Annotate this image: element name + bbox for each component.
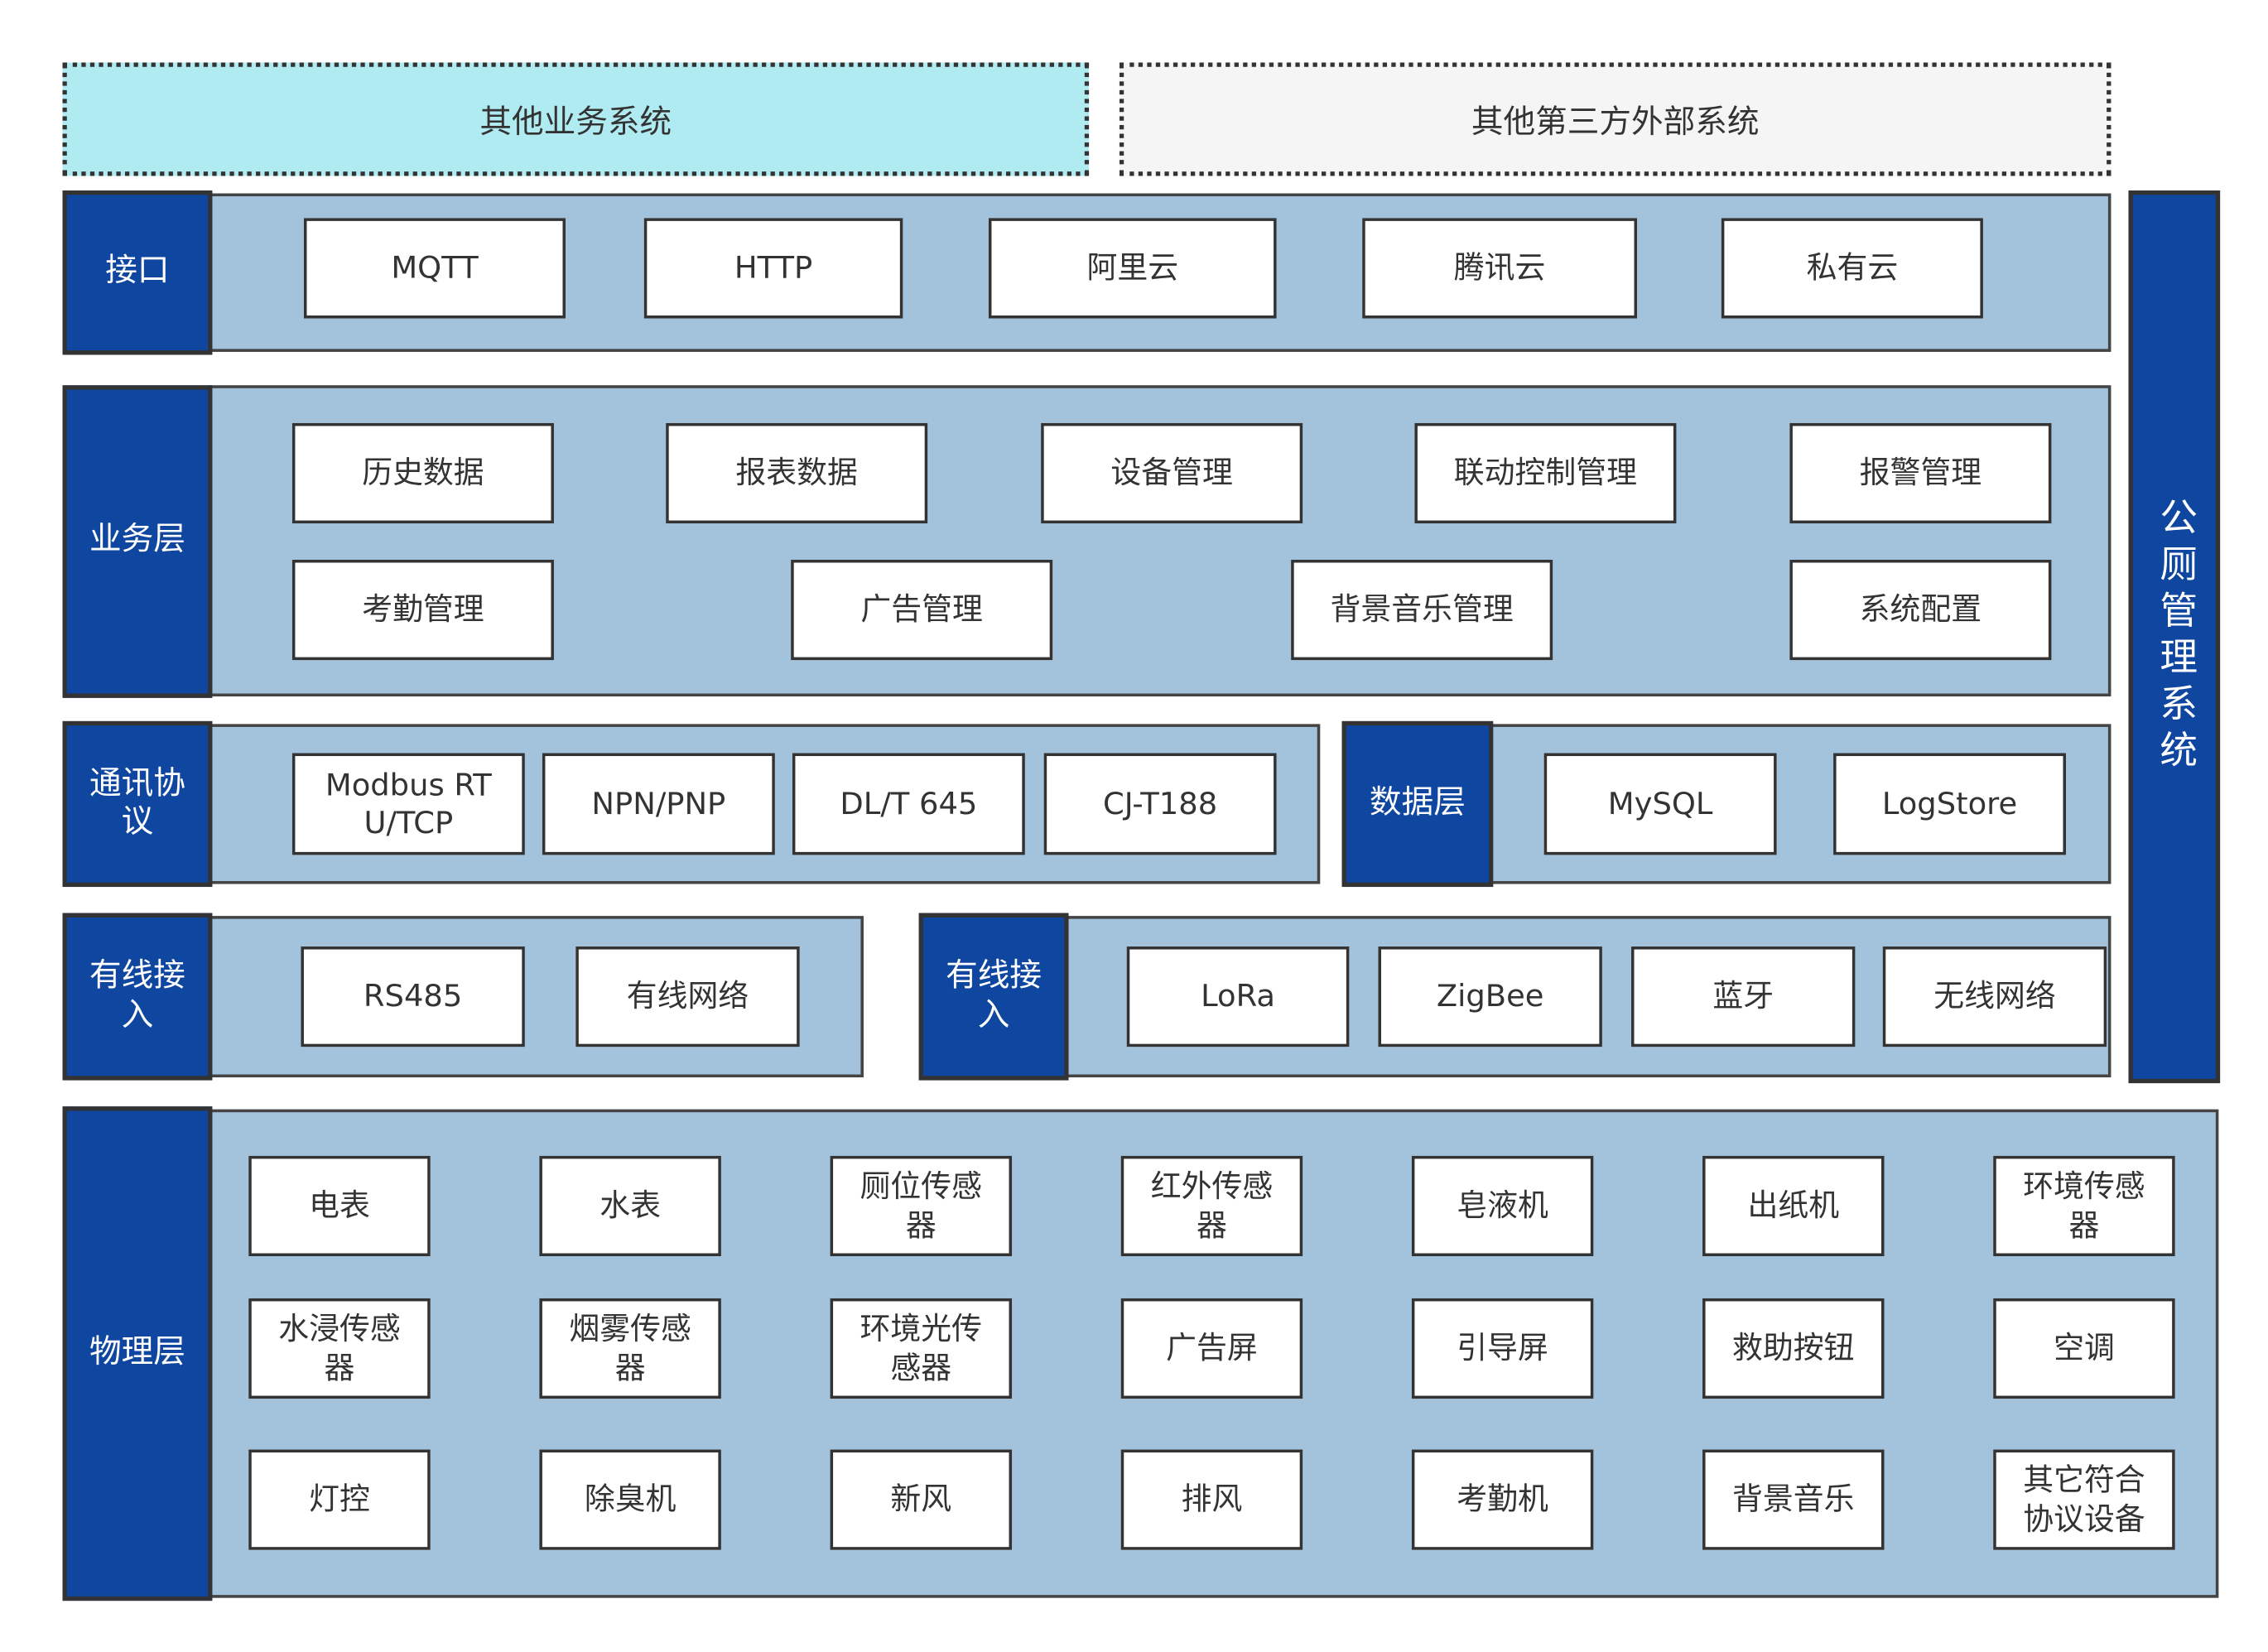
wireless-item: 无线网络 — [1882, 946, 2107, 1048]
wireless-item: LoRa — [1126, 946, 1350, 1048]
third-party-label: 其他第三方外部系统 — [1471, 104, 1760, 142]
physical-item: 出纸机 — [1702, 1155, 1885, 1257]
business-item: 设备管理 — [1041, 422, 1303, 524]
data-layer-label: 数据层 — [1341, 720, 1494, 888]
wireless-label: 有线接入 — [918, 913, 1069, 1081]
physical-item: 环境传感器 — [1993, 1155, 2175, 1257]
protocol-item: CJ-T188 — [1043, 753, 1277, 855]
business-item: 报警管理 — [1789, 422, 2052, 524]
toilet-management-system: 公厕管理系统 — [2128, 190, 2221, 1084]
business-item: 广告管理 — [791, 559, 1053, 661]
wired-label: 有线接入 — [62, 913, 213, 1081]
physical-item: 环境光传感器 — [830, 1298, 1013, 1399]
wireless-item: 蓝牙 — [1631, 946, 1856, 1048]
physical-item: 救助按钮 — [1702, 1298, 1885, 1399]
protocol-item: Modbus RTU/TCP — [291, 753, 525, 855]
business-label: 业务层 — [62, 385, 213, 698]
wireless-item: ZigBee — [1378, 946, 1602, 1048]
interface-item: 私有云 — [1721, 218, 1983, 319]
physical-item: 电表 — [248, 1155, 431, 1257]
physical-item: 皂液机 — [1411, 1155, 1594, 1257]
interface-item: HTTP — [643, 218, 903, 319]
interface-item: 腾讯云 — [1362, 218, 1638, 319]
physical-item: 烟雾传感器 — [539, 1298, 721, 1399]
physical-item: 其它符合协议设备 — [1993, 1449, 2175, 1550]
other-business-label: 其他业务系统 — [479, 104, 672, 142]
physical-item: 水浸传感器 — [248, 1298, 431, 1399]
physical-item: 背景音乐 — [1702, 1449, 1885, 1550]
physical-item: 新风 — [830, 1449, 1013, 1550]
business-item: 联动控制管理 — [1414, 422, 1677, 524]
data-layer-item: MySQL — [1543, 753, 1777, 855]
wired-item: RS485 — [301, 946, 525, 1048]
business-item: 背景音乐管理 — [1291, 559, 1553, 661]
physical-item: 灯控 — [248, 1449, 431, 1550]
protocol-item: DL/T 645 — [792, 753, 1025, 855]
other-business-system: 其他业务系统 — [62, 62, 1090, 176]
data-layer-item: LogStore — [1833, 753, 2066, 855]
physical-item: 引导屏 — [1411, 1298, 1594, 1399]
protocol-label: 通讯协议 — [62, 720, 213, 888]
physical-item: 除臭机 — [539, 1449, 721, 1550]
interface-item: MQTT — [303, 218, 566, 319]
interface-item: 阿里云 — [988, 218, 1277, 319]
business-item: 系统配置 — [1789, 559, 2052, 661]
physical-item: 广告屏 — [1120, 1298, 1303, 1399]
physical-item: 水表 — [539, 1155, 721, 1257]
physical-item: 排风 — [1120, 1449, 1303, 1550]
physical-item: 空调 — [1993, 1298, 2175, 1399]
physical-label: 物理层 — [62, 1106, 213, 1601]
business-item: 历史数据 — [291, 422, 554, 524]
physical-item: 红外传感器 — [1120, 1155, 1303, 1257]
wired-item: 有线网络 — [575, 946, 800, 1048]
protocol-item: NPN/PNP — [542, 753, 775, 855]
physical-item: 考勤机 — [1411, 1449, 1594, 1550]
interface-label: 接口 — [62, 190, 213, 355]
third-party-system: 其他第三方外部系统 — [1119, 62, 2112, 176]
business-item: 考勤管理 — [291, 559, 554, 661]
physical-item: 厕位传感器 — [830, 1155, 1013, 1257]
business-item: 报表数据 — [666, 422, 928, 524]
